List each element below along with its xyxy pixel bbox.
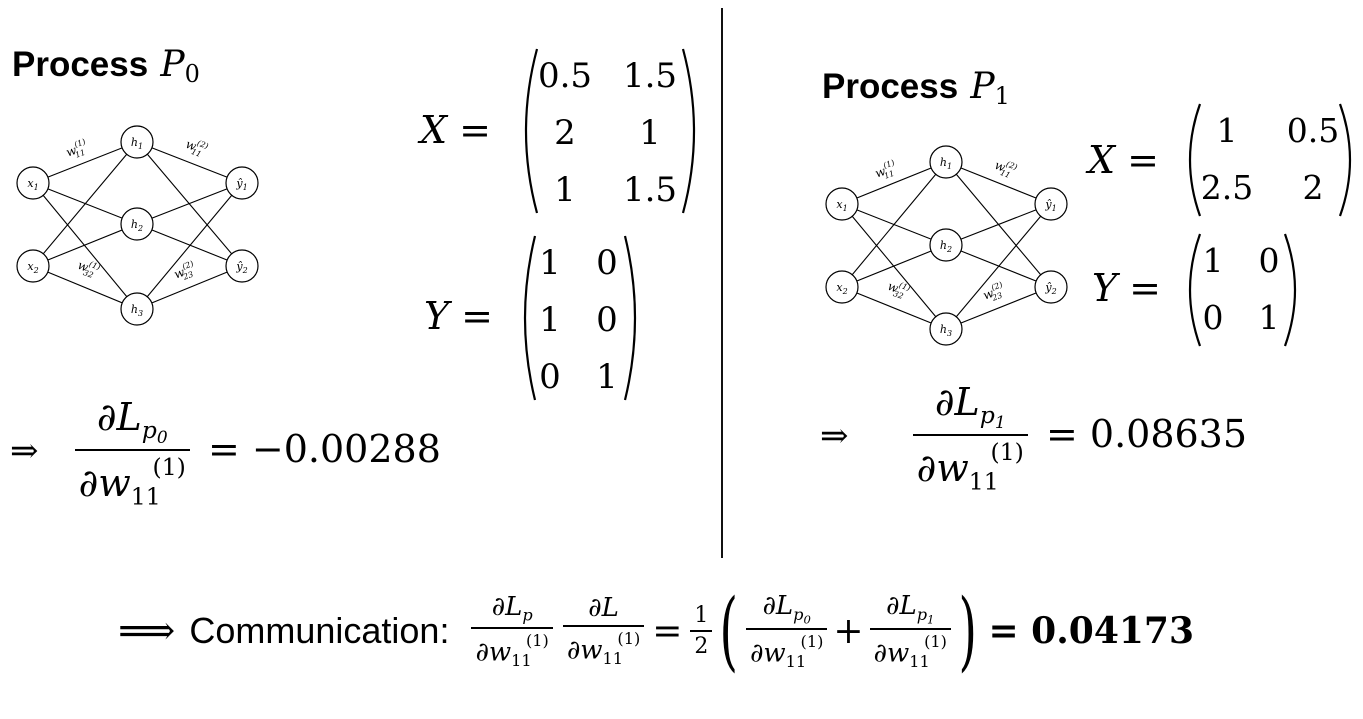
comm-fraction-p0: ∂Lp0 ∂w11(1): [745, 591, 828, 671]
left-x-cell: 0.5: [538, 56, 592, 96]
left-gradient-result: ⇒ ∂Lp0 ∂w11(1) = −0.00288: [10, 395, 441, 511]
comm-half: 1 2: [690, 603, 713, 659]
panel-divider: [721, 8, 723, 558]
left-x-cell: 1.5: [623, 170, 677, 210]
right-y-close-paren: [1283, 233, 1297, 347]
comm-close-paren: ): [958, 581, 977, 681]
right-y-cell: 0: [1259, 241, 1280, 280]
left-network-edges: [32, 141, 243, 310]
left-y-matrix: 1 0 1 0 0 1: [523, 235, 637, 401]
comm-fraction-p1: ∂Lp1 ∂w11(1): [869, 591, 951, 671]
right-y-open-paren: [1188, 233, 1202, 347]
long-implies-arrow: ⟹: [118, 608, 176, 654]
right-y-cell: 1: [1203, 241, 1224, 280]
left-x-matrix: 0.5 1.5 2 1 1 1.5: [524, 48, 696, 214]
right-y-cell: 0: [1203, 298, 1224, 337]
left-node-y1: [225, 166, 259, 200]
left-title-var: P0: [160, 44, 200, 88]
left-x-open-paren: [524, 48, 539, 214]
right-x-cell: 0.5: [1287, 111, 1339, 150]
right-node-y1: [1034, 187, 1068, 221]
left-y-cell: 0: [596, 243, 618, 283]
left-node-label-x2: x2: [27, 260, 38, 275]
right-x-matrix: 1 0.5 2.5 2: [1188, 103, 1352, 217]
left-node-x2: [16, 249, 50, 283]
comm-open-paren: (: [719, 581, 739, 681]
left-y-cell: 1: [539, 300, 561, 340]
right-title-var: P1: [970, 66, 1010, 110]
comm-fraction-dLp: ∂Lp ∂w11(1): [471, 592, 553, 670]
right-gradient-value: = 0.08635: [1045, 412, 1248, 457]
right-y-matrix: 1 0 0 1: [1188, 233, 1297, 347]
left-process-title: Process P0: [12, 44, 200, 88]
right-implies-arrow: ⇒: [820, 416, 849, 457]
right-gradient-fraction: ∂Lp1 ∂w11(1): [912, 380, 1028, 496]
right-x-cell: 2: [1303, 168, 1324, 207]
left-neural-network-diagram: x1 x2 h1 h2 h3 ŷ1 ŷ2 w(1)11 w(2)11 w(1)3…: [16, 125, 259, 326]
right-x-cell: 1: [1217, 111, 1238, 150]
left-y-close-paren: [623, 235, 637, 401]
right-network-edges: [841, 161, 1052, 330]
left-y-cell: 1: [539, 243, 561, 283]
left-x-cell: 1: [554, 170, 576, 210]
communication-label: Communication:: [189, 610, 450, 651]
right-y-cell: 1: [1259, 298, 1280, 337]
left-gradient-fraction: ∂Lp0 ∂w11(1): [74, 395, 190, 511]
comm-result: = 0.04173: [988, 610, 1195, 652]
right-node-x2: [825, 270, 859, 304]
left-implies-arrow: ⇒: [10, 431, 39, 472]
left-y-cell: 1: [596, 357, 618, 397]
right-x-label: X =: [1088, 138, 1159, 182]
left-node-y2: [225, 249, 259, 283]
right-node-x1: [825, 187, 859, 221]
right-node-label-x2: x2: [836, 281, 847, 296]
left-weight-label-w11-2: w(2)11: [183, 135, 210, 160]
right-gradient-result: ⇒ ∂Lp1 ∂w11(1) = 0.08635: [820, 380, 1247, 496]
right-x-cell: 2.5: [1201, 168, 1253, 207]
left-weight-label-w11-1: w(1)11: [63, 137, 90, 162]
right-node-h1: [929, 145, 963, 179]
comm-plus: +: [833, 610, 864, 652]
right-weight-label-w32-1: w(1)32: [885, 277, 912, 302]
left-y-open-paren: [523, 235, 537, 401]
left-title-word: Process: [12, 45, 149, 84]
left-y-label: Y =: [424, 294, 494, 338]
communication-equation: ⟹ Communication: ∂Lp ∂w11(1) ∂L ∂w11(1) …: [118, 588, 1194, 674]
left-gradient-value: = −0.00288: [207, 427, 441, 472]
right-y-label: Y =: [1092, 266, 1162, 310]
left-x-close-paren: [681, 48, 696, 214]
left-node-h1: [120, 125, 154, 159]
comm-fraction-dL: ∂L ∂w11(1): [562, 593, 645, 669]
right-node-y2: [1034, 270, 1068, 304]
left-x-cell: 1.5: [623, 56, 677, 96]
right-node-label-x1: x1: [836, 198, 847, 213]
right-x-open-paren: [1188, 103, 1202, 217]
left-x-label: X =: [420, 108, 491, 152]
right-neural-network-diagram: x1 x2 h1 h2 h3 ŷ1 ŷ2 w(1)11 w(2)11 w(1)3…: [825, 145, 1068, 346]
right-process-title: Process P1: [822, 66, 1010, 110]
right-x-close-paren: [1338, 103, 1352, 217]
left-x-cell: 1: [639, 113, 661, 153]
left-node-h3: [120, 292, 154, 326]
right-title-word: Process: [822, 67, 959, 106]
left-weight-label-w32-1: w(1)32: [75, 256, 102, 281]
right-weight-label-w11-2: w(2)11: [992, 156, 1019, 181]
right-node-h3: [929, 312, 963, 346]
left-y-cell: 0: [596, 300, 618, 340]
right-weight-label-w11-1: w(1)11: [872, 158, 899, 183]
left-x-cell: 2: [554, 113, 576, 153]
comm-equals: =: [652, 610, 683, 652]
left-node-x1: [16, 166, 50, 200]
right-node-h2: [929, 228, 963, 262]
left-y-cell: 0: [539, 357, 561, 397]
left-node-h2: [120, 207, 154, 241]
left-node-label-x1: x1: [27, 177, 38, 192]
